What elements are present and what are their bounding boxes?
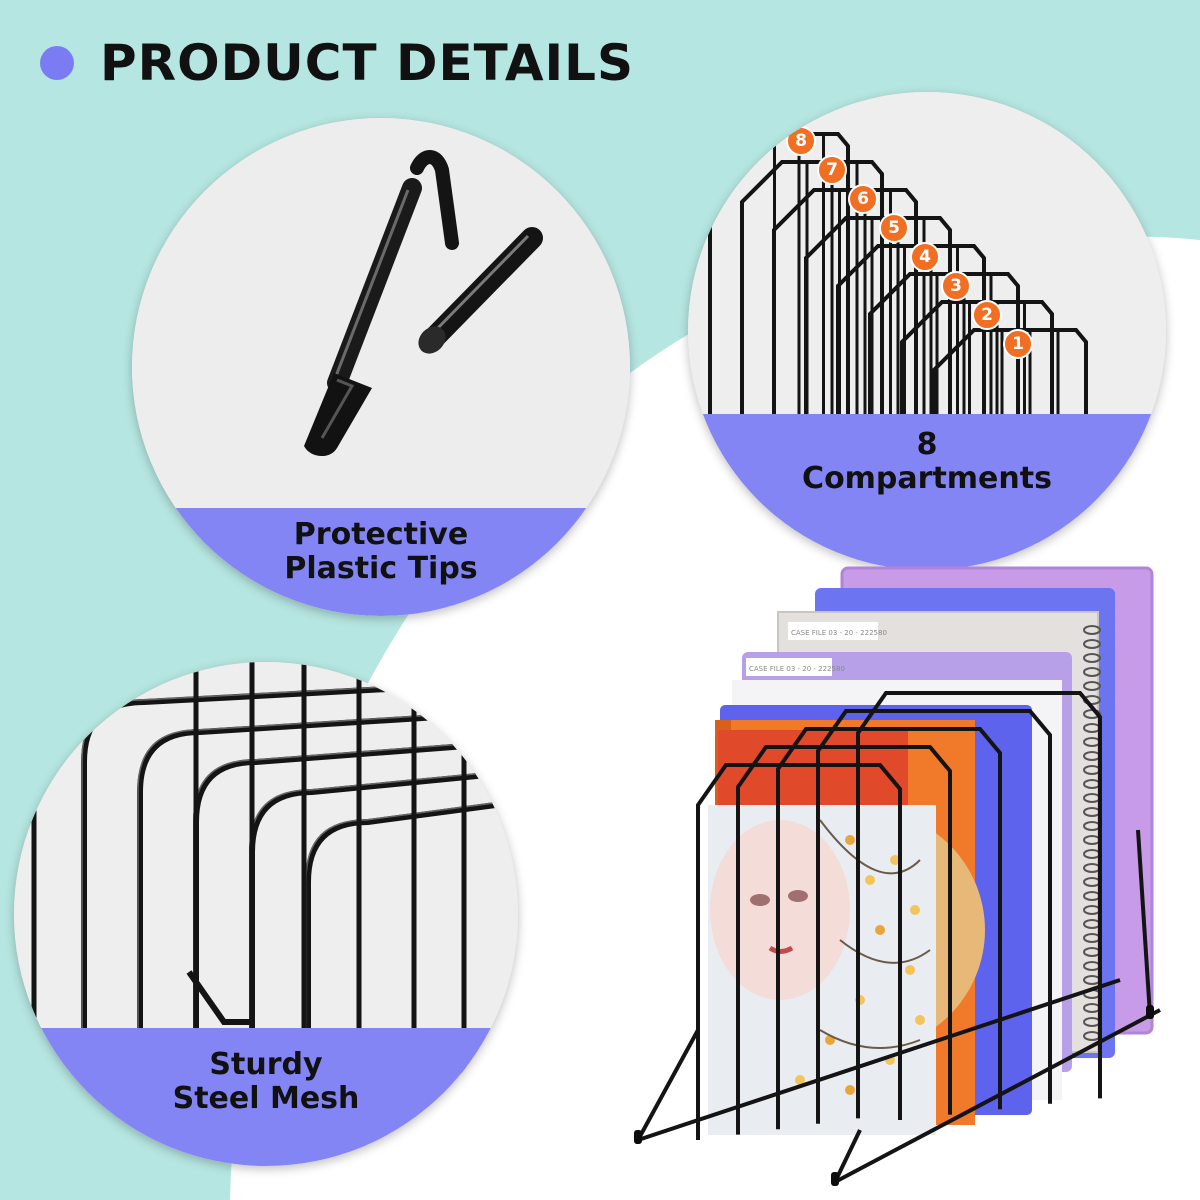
compartment-number-badge: 8 xyxy=(786,126,816,156)
blossom xyxy=(890,855,900,865)
label-plastic-tips: Protective Plastic Tips xyxy=(132,508,630,616)
plastic-tip-icon xyxy=(1146,1005,1154,1019)
blossom xyxy=(845,835,855,845)
mesh-frame-wire xyxy=(305,799,518,1082)
notebook-spiral xyxy=(1083,625,1101,1041)
spiral-ring xyxy=(1083,625,1101,635)
page-heading: PRODUCT DETAILS xyxy=(40,28,634,98)
blossom xyxy=(845,1085,855,1095)
compartment-number-badge: 4 xyxy=(910,242,940,272)
file-tab-label: CASE FILE 03 - 20 - 222580 xyxy=(749,665,845,673)
blossom xyxy=(865,875,875,885)
file-tab xyxy=(788,622,878,640)
label-line: Protective xyxy=(293,517,469,552)
label-steel-mesh: Sturdy Steel Mesh xyxy=(14,1028,518,1166)
compartment-number-badge: 5 xyxy=(879,213,909,243)
spiral-ring xyxy=(1083,667,1101,677)
blossom xyxy=(905,965,915,975)
file-rack-product-image: CASE FILE 03 - 20 - 222580 CASE FILE 03 … xyxy=(634,566,1161,1186)
compartment-number-badge: 3 xyxy=(941,271,971,301)
spiral-ring xyxy=(1083,639,1101,649)
file-tab-label: CASE FILE 03 - 20 - 222580 xyxy=(791,629,887,637)
rack-base-rail xyxy=(834,1008,1161,1184)
spiral-ring xyxy=(1083,653,1101,663)
rack-leg xyxy=(636,1029,700,1141)
detail-circle-steel-mesh: Sturdy Steel Mesh xyxy=(14,662,518,1166)
spiral-ring xyxy=(1083,681,1101,691)
rack-divider xyxy=(856,691,1102,1119)
label-compartments: 8 Compartments xyxy=(688,414,1166,570)
detail-circle-plastic-tips: Protective Plastic Tips xyxy=(132,118,630,616)
rack-divider xyxy=(776,727,1002,1130)
page-title: PRODUCT DETAILS xyxy=(100,34,635,92)
compartment-number-badge: 7 xyxy=(817,155,847,185)
plastic-tip-icon xyxy=(634,1130,642,1144)
label-line: Steel Mesh xyxy=(172,1081,360,1116)
blossom-pattern xyxy=(795,819,931,1095)
rack-leg xyxy=(1136,829,1152,1016)
compartment-number-badge: 1 xyxy=(1003,329,1033,359)
rack-base-rail xyxy=(637,978,1121,1142)
label-line: Sturdy xyxy=(209,1047,323,1082)
rack-divider xyxy=(696,763,902,1140)
blossom xyxy=(910,905,920,915)
compartment-number-badge: 2 xyxy=(972,300,1002,330)
blossom xyxy=(875,925,885,935)
rack-divider xyxy=(816,709,1052,1124)
label-line: Compartments xyxy=(802,461,1052,496)
mesh-frame-wire xyxy=(81,679,518,1082)
rack-leg xyxy=(833,1129,862,1183)
file-tab xyxy=(746,658,832,676)
wire-rack xyxy=(634,691,1161,1186)
rack-divider xyxy=(736,745,952,1135)
compartment-number-badge: 6 xyxy=(848,184,878,214)
blossom xyxy=(795,1075,805,1085)
blossom xyxy=(915,1015,925,1025)
label-line: Plastic Tips xyxy=(284,551,478,586)
plastic-tip-icon xyxy=(831,1172,839,1186)
purple-dot-icon xyxy=(40,46,74,80)
label-line: 8 xyxy=(916,427,938,462)
